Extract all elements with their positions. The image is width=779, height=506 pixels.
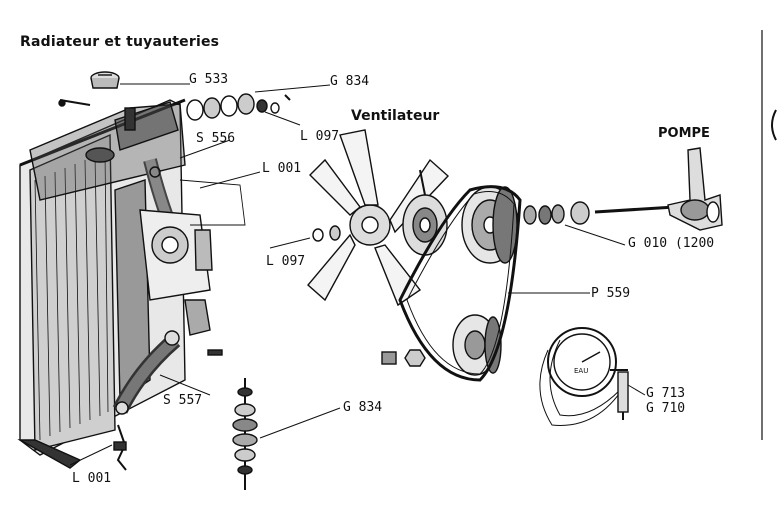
crank-pulley — [452, 314, 502, 376]
fan-washers — [312, 169, 426, 242]
label-g713: G 713 — [646, 386, 686, 401]
fan-hub — [402, 194, 448, 256]
hose-clamp-parts — [207, 349, 426, 367]
pump-pulley — [461, 186, 519, 264]
label-p559: P 559 — [591, 286, 631, 301]
fan-heading: Ventilateur — [351, 108, 440, 124]
leader-lines — [69, 83, 646, 466]
diagram-title: Radiateur et tuyauteries — [20, 34, 220, 50]
lower-hose — [112, 330, 181, 415]
label-l001-top: L 001 — [262, 161, 302, 176]
thermostat-housing — [139, 179, 246, 336]
label-g533: G 533 — [189, 72, 229, 87]
label-s557: S 557 — [163, 393, 203, 408]
label-g010: G 010 (1200 — [628, 236, 715, 251]
water-pump-body — [667, 147, 723, 231]
temperature-gauge — [539, 327, 629, 426]
gauge-face-text: EAU — [574, 367, 588, 375]
pump-heading: POMPE — [658, 126, 710, 141]
label-l097-top: L 097 — [300, 129, 340, 144]
v-belt — [398, 185, 522, 382]
label-l097-left: L 097 — [266, 254, 306, 269]
washer-stack-top — [186, 93, 291, 121]
drain-tap — [113, 424, 127, 471]
label-l001-bottom: L 001 — [72, 471, 112, 486]
radiator — [17, 98, 186, 469]
label-g834-top: G 834 — [330, 74, 370, 89]
mounting-bolt-stack — [232, 378, 258, 490]
radiator-cap — [90, 71, 120, 89]
label-g710: G 710 — [646, 401, 686, 416]
label-g834-bottom: G 834 — [343, 400, 383, 415]
page-edge-mark — [771, 109, 777, 141]
label-s556: S 556 — [196, 131, 236, 146]
pump-shaft — [523, 201, 676, 225]
